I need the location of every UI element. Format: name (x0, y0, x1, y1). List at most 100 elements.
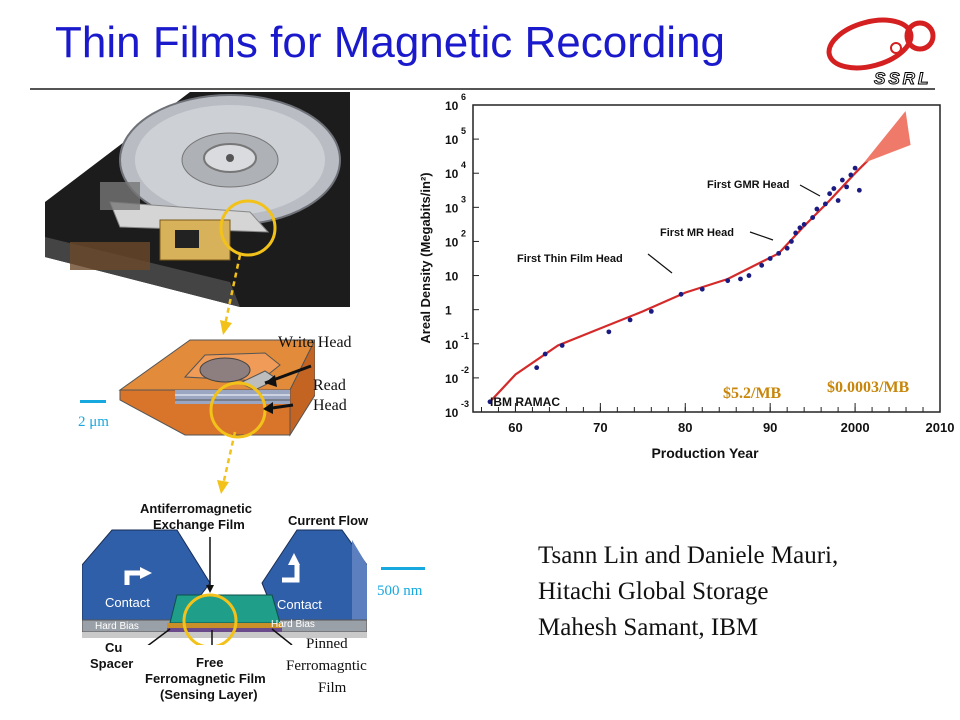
plot-frame (472, 104, 941, 413)
contact-left-label: Contact (105, 595, 150, 610)
y-tick-label: 10 (445, 406, 459, 420)
x-tick-label: 90 (763, 420, 777, 435)
data-point (759, 262, 765, 268)
annotation-gmr: First GMR Head (707, 179, 790, 191)
data-point (848, 172, 854, 178)
y-tick-label: 1 (445, 304, 452, 318)
free-label-line1: Free (196, 655, 224, 670)
x-axis-ticks: 60 70 80 90 2000 2010 (480, 403, 955, 435)
data-point (678, 291, 684, 297)
annotation-ibm-ramac: IBM RAMAC (490, 395, 560, 409)
data-point (844, 184, 849, 190)
cu-label-line2: Spacer (90, 656, 134, 671)
data-point (699, 286, 705, 292)
data-point (767, 256, 773, 261)
y-tick-exponent: -3 (461, 399, 469, 409)
data-point (784, 245, 790, 251)
free-label-line2: Ferromagnetic Film (145, 671, 266, 686)
y-tick-label: 10 (445, 270, 459, 284)
hard-bias-left-label: Hard Bias (95, 621, 139, 632)
data-point (797, 225, 803, 231)
write-head-label: Write Head (278, 334, 352, 351)
y-tick-label: 10 (445, 235, 459, 249)
annotation-cost-2000: $0.0003/MB (827, 379, 910, 396)
x-tick-label: 60 (508, 420, 522, 435)
data-point (559, 343, 565, 348)
y-tick-exponent: 6 (461, 92, 466, 102)
y-tick-label: 10 (445, 201, 459, 215)
data-point (814, 206, 820, 212)
y-tick-label: 10 (445, 372, 459, 386)
read-head-label-line1: Read (313, 377, 346, 394)
data-point (776, 250, 782, 256)
data-point (810, 215, 816, 220)
annotation-thin-film: First Thin Film Head (517, 253, 623, 265)
data-point (801, 221, 807, 227)
data-point (835, 198, 841, 203)
scale-label-500nm: 500 nm (377, 583, 423, 599)
y-tick-exponent: 3 (461, 194, 466, 204)
pinned-label-line1: Pinned (306, 636, 348, 652)
projection-wedge (863, 110, 911, 163)
scale-bar-500nm (381, 567, 425, 570)
y-axis-label: Areal Density (Megabits/in²) (418, 172, 433, 343)
x-tick-label: 2000 (841, 420, 870, 435)
hard-bias-right-label: Hard Bias (271, 619, 315, 630)
gmr-sensor-diagram (82, 529, 367, 645)
data-point (746, 273, 752, 278)
data-point (606, 329, 612, 335)
zoom-connector-2 (217, 431, 237, 494)
afm-label-line1: Antiferromagnetic (140, 501, 252, 516)
data-point (534, 365, 540, 371)
scale-label-2um: 2 μm (78, 414, 109, 430)
title-divider (30, 88, 935, 90)
x-axis-label: Production Year (651, 445, 759, 461)
y-tick-label: 10 (445, 338, 459, 352)
data-point (852, 165, 858, 171)
y-tick-exponent: 4 (461, 160, 466, 170)
y-tick-exponent: 5 (461, 126, 466, 136)
annotation-cost-1991: $5.2/MB (723, 385, 782, 402)
pinned-label-line3: Film (318, 680, 347, 696)
data-point (648, 308, 654, 314)
data-point (487, 399, 493, 405)
data-point (822, 201, 828, 207)
data-points (487, 165, 862, 405)
x-tick-label: 70 (593, 420, 607, 435)
credits-block: Tsann Lin and Daniele Mauri, Hitachi Glo… (538, 538, 838, 646)
zoom-connector-1 (219, 199, 277, 335)
data-point (793, 230, 799, 236)
y-tick-exponent: -2 (461, 365, 469, 375)
pinned-label-line2: Ferromagntic (286, 658, 367, 674)
read-head-label-line2: Head (313, 397, 347, 414)
free-label-line3: (Sensing Layer) (160, 687, 258, 702)
recording-head-diagram (118, 339, 315, 439)
y-tick-exponent: 2 (461, 228, 466, 238)
data-point (827, 191, 833, 197)
credits-line2: Hitachi Global Storage (538, 578, 769, 605)
y-tick-label: 10 (445, 133, 459, 147)
cu-label-line1: Cu (105, 640, 123, 655)
contact-right-label: Contact (277, 597, 322, 612)
data-point (839, 177, 845, 183)
ssrl-logo-text: SSRL (874, 69, 931, 88)
credits-line1: Tsann Lin and Daniele Mauri, (538, 542, 839, 569)
data-point (856, 187, 862, 193)
data-point (831, 186, 837, 191)
data-point (738, 276, 743, 282)
scale-bar-2um (80, 400, 106, 403)
data-point (542, 351, 548, 357)
ssrl-logo: SSRL (826, 17, 936, 89)
y-tick-exponent: -1 (461, 331, 469, 341)
x-tick-label: 2010 (926, 420, 955, 435)
slide-title: Thin Films for Magnetic Recording (55, 18, 726, 67)
data-point (789, 239, 794, 244)
y-tick-label: 10 (445, 99, 459, 113)
y-tick-label: 10 (445, 167, 459, 181)
current-flow-label: Current Flow (288, 513, 369, 528)
x-tick-label: 80 (678, 420, 692, 435)
afm-label-line2: Exchange Film (153, 517, 245, 532)
data-point (627, 317, 633, 323)
